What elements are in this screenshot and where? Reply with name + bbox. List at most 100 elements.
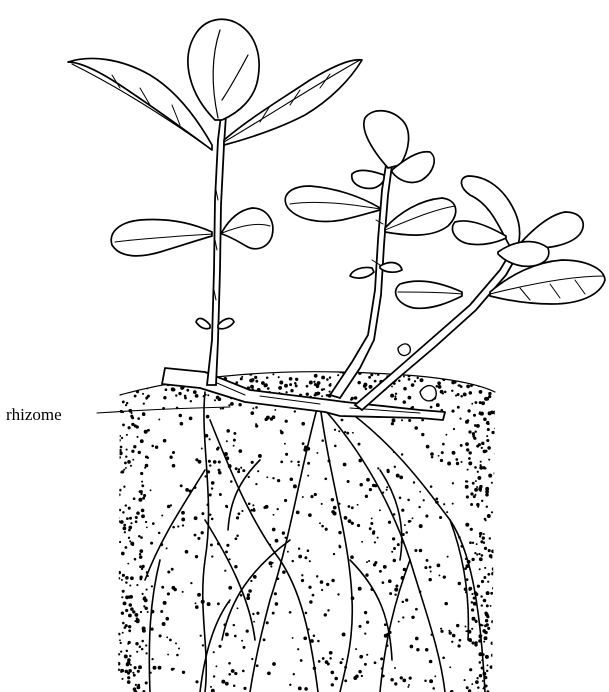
soil-dot [135,520,138,523]
soil-dot [343,463,347,467]
soil-dot [364,663,367,666]
soil-dot [265,505,269,509]
soil-dot [371,517,373,519]
soil-dot [472,542,474,544]
soil-dot [129,603,133,607]
soil-dot [464,679,466,681]
soil-dot [326,394,329,397]
soil-dot [121,596,123,598]
soil-dot [365,495,368,498]
soil-dot [370,522,373,525]
soil-dot [494,568,496,570]
soil-dot [452,482,454,484]
soil-dot [150,489,152,491]
soil-dot [421,433,424,436]
soil-dot [388,521,391,524]
soil-dot [175,642,177,644]
soil-dot [484,624,487,627]
soil-dot [469,668,472,671]
soil-dot [228,673,231,676]
soil-dot [140,439,144,443]
soil-dot [329,651,333,655]
soil-dot [316,452,318,454]
soil-dot [248,589,252,593]
soil-dot [488,474,492,478]
soil-dot [130,378,133,381]
soil-dot [124,531,126,533]
soil-dot [476,445,479,448]
soil-dot [233,439,236,442]
soil-dot [466,369,469,372]
soil-dot [289,684,291,686]
soil-dot [146,526,148,528]
soil-dot [298,547,300,549]
soil-dot [471,375,473,377]
soil-dot [125,609,128,612]
soil-dot [160,610,163,613]
soil-dot [358,670,362,674]
soil-dot [178,392,181,395]
soil-dot [122,590,125,593]
soil-dot [135,516,138,519]
soil-dot [306,385,309,388]
soil-dot [235,537,238,540]
soil-dot [419,524,423,528]
soil-dot [316,575,318,577]
soil-dot [338,545,340,547]
soil-dot [194,534,197,537]
soil-dot [481,624,483,626]
soil-dot [122,370,124,372]
soil-dot [122,622,125,625]
soil-dot [233,624,235,626]
soil-dot [252,380,254,382]
soil-dot [423,499,425,501]
soil-dot [278,376,280,378]
soil-dot [390,368,393,371]
soil-dot [401,419,403,421]
soil-dot [478,488,481,491]
soil-dot [202,644,204,646]
soil-dot [474,430,476,432]
soil-dot [490,383,492,385]
soil-dot [248,503,251,506]
soil-dot [387,370,389,372]
soil-dot [451,641,453,643]
soil-dot [486,670,488,672]
soil-dot [355,674,359,678]
soil-dot [119,639,121,641]
soil-dot [487,627,490,630]
soil-dot [317,640,320,643]
soil-dot [348,519,352,523]
soil-dot [453,428,455,430]
soil-dot [132,610,135,613]
soil-dot [327,609,329,611]
soil-dot [359,483,362,486]
soil-dot [449,666,451,668]
soil-dot [219,493,222,496]
soil-dot [139,578,142,581]
soil-dot [393,547,396,550]
soil-dot [352,432,354,434]
soil-dot [234,635,237,638]
soil-dot [302,496,304,498]
soil-dot [255,483,257,485]
soil-dot [460,461,462,463]
soil-dot [218,397,222,401]
soil-dot [157,367,161,371]
soil-dot [392,537,395,540]
soil-dot [134,666,137,669]
soil-dot [255,406,258,409]
soil-dot [372,530,375,533]
soil-dot [320,580,324,584]
soil-dot [144,598,148,602]
soil-dot [135,684,137,686]
soil-dot [234,565,237,568]
soil-dot [181,517,185,521]
soil-dot [358,587,362,591]
soil-dot [121,437,123,439]
soil-dot [472,432,475,435]
soil-dot [485,613,489,617]
soil-dot [340,661,343,664]
soil-dot [357,381,360,384]
soil-dot [479,464,481,466]
